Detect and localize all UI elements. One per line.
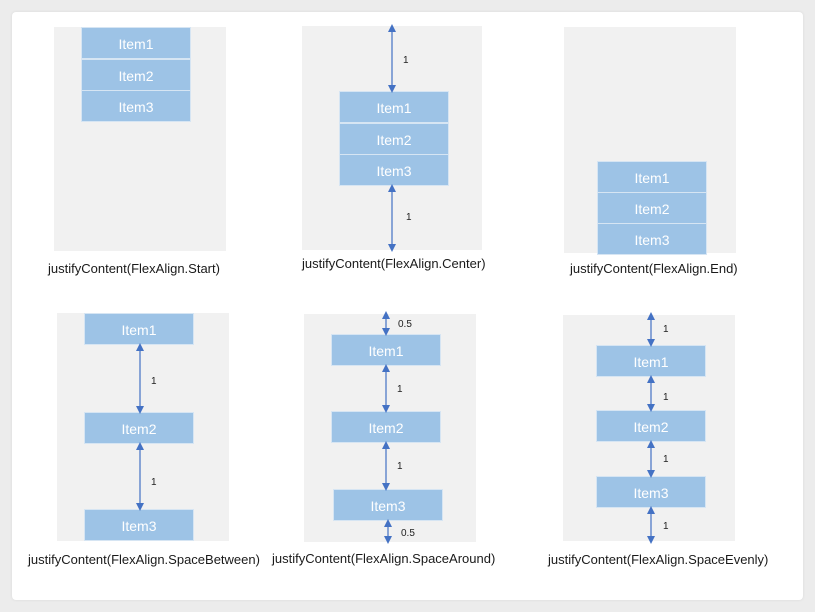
- space-between-item-1: Item1: [84, 313, 194, 345]
- space-around-gap-bottom-label: 0.5: [401, 528, 415, 539]
- space-around-gap-top-label: 0.5: [398, 319, 412, 330]
- space-around-gap-1-label: 1: [397, 384, 403, 395]
- space-around-gap-2-label: 1: [397, 461, 403, 472]
- caption-start: justifyContent(FlexAlign.Start): [48, 261, 220, 276]
- center-gap-bottom-label: 1: [406, 212, 412, 223]
- space-around-item-2: Item2: [331, 411, 441, 443]
- center-item-3: Item3: [339, 154, 449, 186]
- space-between-item-2: Item2: [84, 412, 194, 444]
- caption-space-evenly: justifyContent(FlexAlign.SpaceEvenly): [548, 552, 769, 567]
- space-between-item-3: Item3: [84, 509, 194, 541]
- start-item-2: Item2: [81, 59, 191, 91]
- caption-center: justifyContent(FlexAlign.Center): [302, 256, 486, 271]
- end-item-2: Item2: [597, 192, 707, 224]
- space-around-item-1: Item1: [331, 334, 441, 366]
- start-item-3: Item3: [81, 90, 191, 122]
- space-evenly-gap-2-label: 1: [663, 454, 669, 465]
- end-item-3: Item3: [597, 223, 707, 255]
- space-evenly-item-1: Item1: [596, 345, 706, 377]
- caption-space-around: justifyContent(FlexAlign.SpaceAround): [272, 551, 496, 566]
- space-evenly-item-3: Item3: [596, 476, 706, 508]
- center-gap-top-label: 1: [403, 55, 409, 66]
- space-evenly-gap-1-label: 1: [663, 392, 669, 403]
- space-evenly-gap-bottom-label: 1: [663, 521, 669, 532]
- space-between-gap-1-label: 1: [151, 376, 157, 387]
- center-item-1: Item1: [339, 91, 449, 123]
- space-between-gap-2-label: 1: [151, 477, 157, 488]
- end-item-1: Item1: [597, 161, 707, 193]
- caption-end: justifyContent(FlexAlign.End): [570, 261, 738, 276]
- space-around-item-3: Item3: [333, 489, 443, 521]
- caption-space-between: justifyContent(FlexAlign.SpaceBetween): [28, 552, 260, 567]
- space-evenly-item-2: Item2: [596, 410, 706, 442]
- center-item-2: Item2: [339, 123, 449, 155]
- start-item-1: Item1: [81, 27, 191, 59]
- space-evenly-gap-top-label: 1: [663, 324, 669, 335]
